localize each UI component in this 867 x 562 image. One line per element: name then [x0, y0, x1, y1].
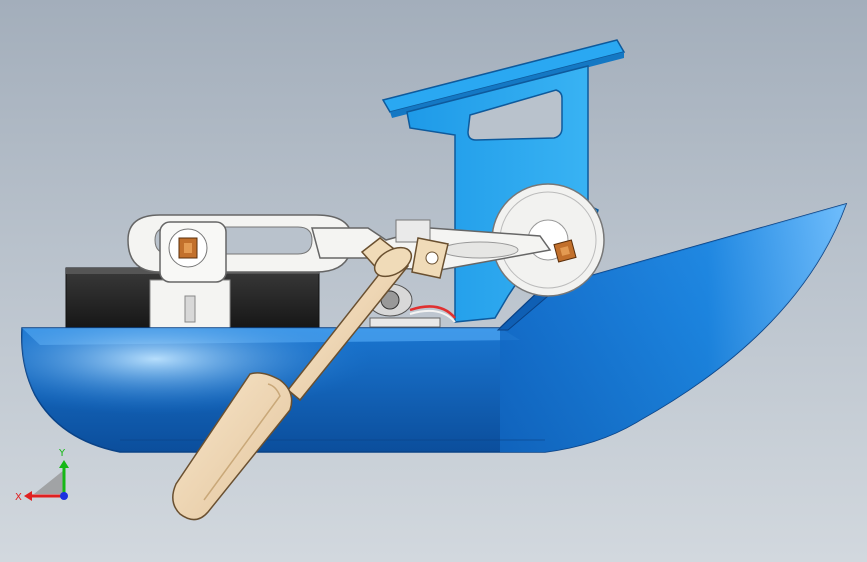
x-axis-label: X: [15, 492, 22, 503]
oar: [172, 246, 413, 521]
bolt-right: [553, 239, 577, 263]
bolt-left: [178, 237, 198, 259]
axis-triad: X Y: [15, 448, 69, 503]
hull: [21, 202, 848, 453]
y-axis-label: Y: [58, 448, 66, 459]
